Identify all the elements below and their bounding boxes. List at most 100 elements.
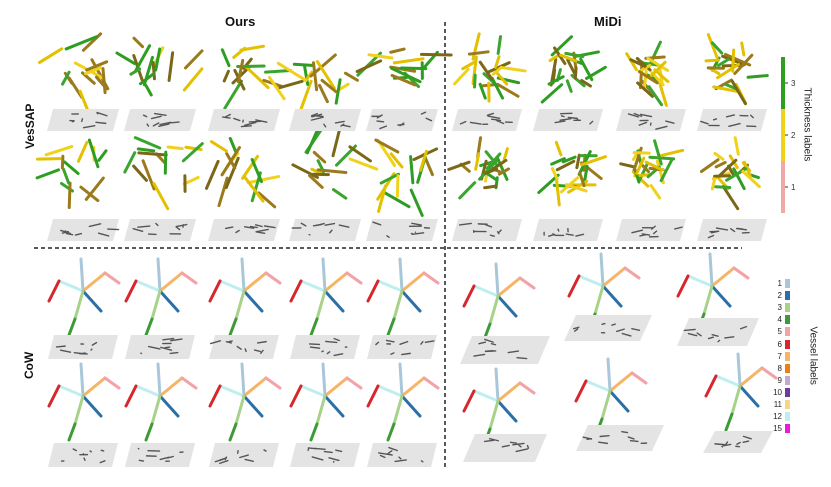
projection-segment xyxy=(554,120,566,124)
vessel-segment xyxy=(499,65,527,73)
projection-segment xyxy=(742,440,750,444)
projection-segment xyxy=(385,339,395,343)
projection-segment xyxy=(575,233,585,237)
projection-segment xyxy=(328,457,340,462)
vessel-segment xyxy=(132,36,145,49)
vessel-legend-swatch xyxy=(785,387,790,397)
vessel-segment xyxy=(487,61,511,74)
vessel-segment xyxy=(144,317,154,337)
vessel-segment xyxy=(746,74,769,79)
vessel-legend-swatch xyxy=(785,375,790,385)
projection-segment xyxy=(526,444,530,449)
vessel-segment xyxy=(733,53,754,75)
vessel-segment xyxy=(474,152,481,171)
vessel-segment xyxy=(220,146,241,177)
vessel-segment xyxy=(483,167,499,175)
vessel-segment xyxy=(278,79,304,90)
vessel-segment xyxy=(713,151,725,161)
vessel-segment xyxy=(79,362,85,398)
vessel-segment xyxy=(637,70,659,85)
vessel-segment xyxy=(714,160,727,169)
vessel-segment xyxy=(315,60,336,90)
vessel-segment xyxy=(489,158,508,172)
vessel-segment xyxy=(733,136,740,156)
vessel-segment xyxy=(724,83,738,91)
vessel-segment xyxy=(180,271,198,285)
projection-segment xyxy=(627,436,635,440)
vessel-segment xyxy=(565,79,573,93)
vessel-segment xyxy=(134,279,162,293)
vessel-segment xyxy=(257,191,277,209)
vessel-segment xyxy=(577,274,605,288)
projection-segment xyxy=(725,114,736,118)
vessel-legend-title: Vessel labels xyxy=(807,326,819,385)
vessel-segment xyxy=(298,79,313,113)
vessel-segment xyxy=(67,181,72,210)
projection-segment xyxy=(253,349,261,353)
vessel-segment xyxy=(218,384,246,398)
vessel-segment xyxy=(47,384,61,408)
projection-segment xyxy=(225,113,232,118)
projection-segment xyxy=(651,225,656,230)
vessel-legend-swatch xyxy=(785,412,790,422)
projection-segment xyxy=(323,450,333,454)
vessel-segment xyxy=(232,46,247,59)
vessel-segment xyxy=(184,145,203,151)
vessel-segment xyxy=(485,152,502,170)
vessel-segment xyxy=(686,274,714,288)
projection-segment xyxy=(621,430,629,434)
vessel-segment xyxy=(44,145,74,157)
projection-segment xyxy=(170,338,183,342)
vessel-segment xyxy=(390,66,422,84)
vessel-legend-label: 1 xyxy=(777,279,782,288)
projection-segment xyxy=(325,340,338,344)
vessel-segment xyxy=(242,376,268,398)
vessel-segment xyxy=(94,75,108,91)
projection-plane xyxy=(576,425,664,451)
vessel-segment xyxy=(158,394,180,418)
vessel-segment xyxy=(635,156,646,175)
projection-segment xyxy=(547,233,556,237)
vessel-segment xyxy=(648,155,676,161)
projection-segment xyxy=(736,441,741,445)
projection-segment xyxy=(399,340,409,345)
projection-segment xyxy=(483,439,495,443)
projection-segment xyxy=(88,223,102,228)
vessel-segment xyxy=(731,48,736,73)
vessel-segment xyxy=(103,271,121,285)
vessel-segment xyxy=(478,159,499,181)
vessel-segment xyxy=(204,159,220,190)
vessel-segment xyxy=(60,154,65,170)
projection-segment xyxy=(700,120,709,125)
vessel-segment xyxy=(483,184,498,190)
projection-segment xyxy=(321,350,324,353)
projection-plane xyxy=(289,109,361,131)
projection-segment xyxy=(379,125,387,130)
projection-segment xyxy=(166,455,175,459)
projection-plane xyxy=(125,443,195,467)
projection-segment xyxy=(263,449,267,452)
vessel-segment xyxy=(494,55,501,69)
projection-segment xyxy=(59,349,72,353)
vessel-segment xyxy=(228,136,238,154)
projection-segment xyxy=(631,327,641,331)
vessel-segment xyxy=(376,279,404,293)
vessel-segment xyxy=(124,279,138,303)
vessel-segment xyxy=(236,58,245,84)
vessel-legend-swatch xyxy=(785,315,790,325)
vessel-segment xyxy=(224,156,240,190)
vessel-segment xyxy=(154,47,162,72)
vessel-segment xyxy=(241,154,260,180)
vessel-segment xyxy=(601,266,627,288)
projection-plane xyxy=(290,443,360,467)
vessel-segment xyxy=(399,66,428,71)
vessel-segment xyxy=(422,376,440,390)
projection-segment xyxy=(722,443,732,447)
vessel-legend-swatch xyxy=(785,279,790,288)
vessel-segment xyxy=(472,389,500,403)
projection-segment xyxy=(485,224,493,228)
vessel-segment xyxy=(742,160,753,179)
projection-plane xyxy=(460,336,550,364)
projection-segment xyxy=(398,456,402,460)
projection-plane xyxy=(564,315,652,341)
